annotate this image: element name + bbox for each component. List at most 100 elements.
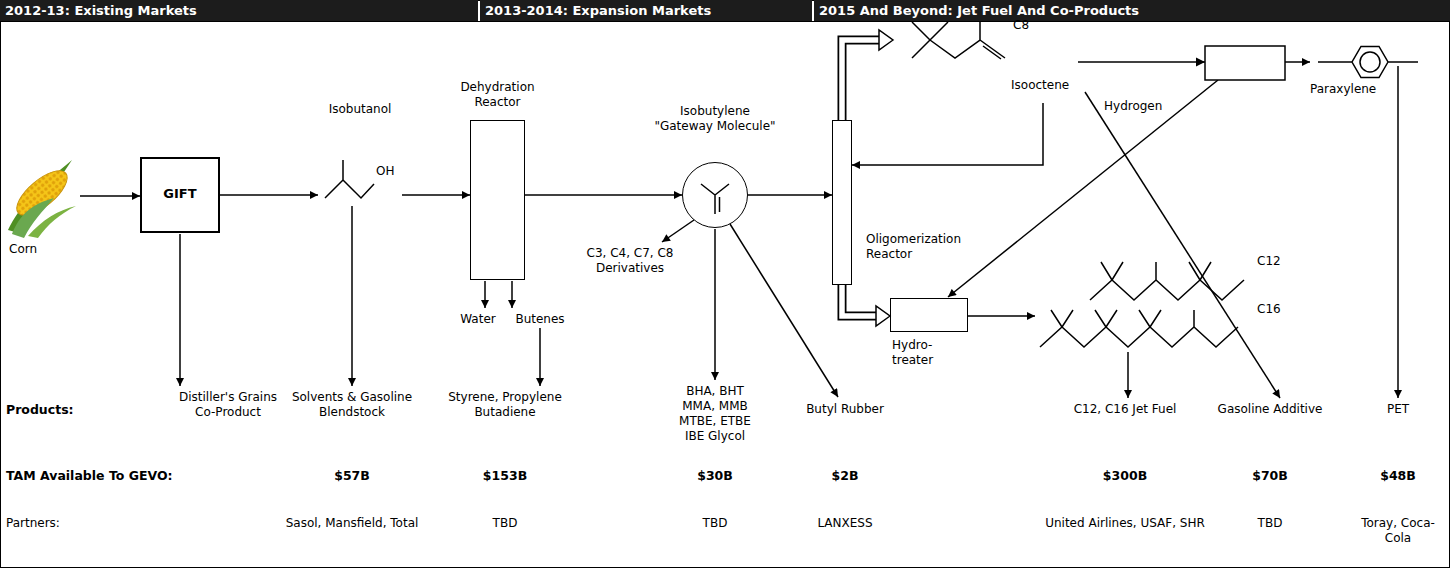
header-band-text: 2015 And Beyond: Jet Fuel And Co-Product… — [819, 2, 1139, 19]
partner-label: Toray, Coca-Cola — [1358, 516, 1438, 546]
leader-arrows — [1127, 352, 1129, 398]
header-band-text: 2013-2014: Expansion Markets — [485, 2, 711, 19]
product-label: PET — [1387, 402, 1409, 417]
tam-value: $153B — [483, 468, 527, 483]
dehydration-reactor: Dehydration Reactor — [440, 80, 555, 280]
flow-connector — [842, 30, 893, 120]
jet-fuel-molecules-text: C12 — [1257, 254, 1281, 269]
partner-label: United Airlines, USAF, SHR — [1045, 516, 1205, 531]
partner-label: Sasol, Mansfield, Total — [286, 516, 419, 531]
flow-connector — [968, 316, 1035, 317]
c12-skeleton — [1090, 262, 1244, 300]
c16-skeleton — [1040, 310, 1238, 347]
row-header: Partners: — [6, 516, 60, 531]
product-label: C12, C16 Jet Fuel — [1074, 402, 1177, 417]
partner-label: TBD — [493, 516, 518, 531]
product-label: BHA, BHT MMA, MMB MTBE, ETBE IBE Glycol — [669, 384, 761, 444]
jet-fuel-molecules-text: C16 — [1257, 302, 1281, 317]
dehydration-reactor-text: Dehydration Reactor — [440, 80, 555, 110]
tam-value: $70B — [1252, 468, 1288, 483]
molecule-lines — [1040, 262, 1244, 347]
header-band-text: 2012-13: Existing Markets — [5, 2, 197, 19]
isooctene-molecule-text: Isooctene — [1011, 78, 1069, 93]
gift-process-box-text: GIFT — [140, 186, 220, 202]
isobutanol-molecule-text: Isobutanol — [318, 102, 402, 117]
partner-label: TBD — [1258, 516, 1283, 531]
stream-label: Hydrogen — [1102, 99, 1164, 114]
isobutylene-skeleton — [701, 184, 729, 214]
header-band: 2012-13: Existing Markets — [0, 0, 478, 21]
gift-process-box: GIFT — [140, 157, 220, 233]
flow-connector — [80, 195, 140, 197]
molecule-lines — [325, 20, 1418, 347]
leader-arrows — [948, 80, 1218, 297]
leader-arrows — [351, 206, 353, 386]
leader-arrows — [1085, 92, 1280, 398]
tam-value: $30B — [697, 468, 733, 483]
isobutylene-circle-text: Isobutylene "Gateway Molecule" — [650, 104, 780, 134]
paraxylene-ring — [1360, 52, 1380, 72]
flow-connector — [402, 195, 470, 196]
product-label: Water — [460, 312, 495, 327]
paraxylene-ring — [1318, 46, 1418, 77]
tam-value: $57B — [334, 468, 370, 483]
flow-connector — [220, 194, 318, 196]
hydrotreater-outline — [890, 298, 968, 332]
flow-connector — [879, 30, 893, 50]
tam-value: $48B — [1380, 468, 1416, 483]
isooctene-skeleton — [912, 20, 1005, 59]
hydrotreater-text: Hydro- treater — [892, 338, 954, 368]
flow-connector — [80, 196, 140, 197]
product-label: Distiller's Grains Co-Product — [171, 390, 286, 420]
corn-illustration — [8, 160, 76, 238]
header-rule — [0, 21, 1450, 22]
flow-connector — [748, 194, 832, 196]
leader-arrows — [1397, 66, 1399, 398]
row-header: Products: — [6, 402, 74, 417]
tam-value: $300B — [1103, 468, 1147, 483]
header-band: 2015 And Beyond: Jet Fuel And Co-Product… — [814, 0, 1450, 21]
product-label: Butenes — [515, 312, 564, 327]
flow-connector — [968, 315, 1035, 317]
flow-connector — [842, 40, 880, 120]
product-label: C3, C4, C7, C8 Derivatives — [578, 246, 683, 276]
leader-arrows — [180, 66, 1398, 398]
isooctene-molecule-text: C8 — [1013, 18, 1029, 33]
leader-arrows — [484, 281, 486, 308]
leader-arrows — [511, 281, 513, 308]
flow-connector — [525, 195, 682, 196]
tam-value: $2B — [832, 468, 859, 483]
leader-arrows — [714, 229, 716, 380]
product-label: Gasoline Additive — [1218, 402, 1323, 417]
isooctene-molecule: C8Isooctene — [893, 8, 1078, 103]
flow-connector — [842, 285, 877, 316]
flow-connector — [525, 194, 682, 196]
leader-arrows — [179, 234, 181, 386]
corn-illustration — [10, 163, 74, 223]
jet-fuel-molecules: C12C16 — [1035, 252, 1290, 364]
isobutanol-skeleton — [325, 160, 374, 198]
isobutanol-molecule: IsobutanolOH — [318, 102, 402, 205]
corn-feedstock: Corn — [5, 160, 80, 260]
corn-feedstock-text: Corn — [9, 242, 37, 257]
product-label: Styrene, Propylene Butadiene — [443, 390, 568, 420]
flow-connector — [876, 306, 890, 326]
partner-label: TBD — [703, 516, 728, 531]
flow-connector — [842, 285, 890, 326]
dehydration-reactor-outline — [470, 120, 525, 280]
flow-connector — [220, 195, 318, 196]
flow-connector — [748, 195, 832, 196]
leader-arrows — [730, 224, 838, 397]
leader-arrows — [662, 220, 694, 242]
product-label: Solvents & Gasoline Blendstock — [282, 390, 422, 420]
corn-illustration — [28, 206, 76, 238]
arrowhead — [1196, 58, 1205, 67]
aromatization-box — [1205, 46, 1285, 80]
isobutylene-circle-outline — [682, 162, 748, 228]
paraxylene-molecule-text: Paraxylene — [1310, 82, 1376, 97]
isobutylene-circle: Isobutylene "Gateway Molecule" — [650, 104, 780, 230]
row-header: TAM Available To GEVO: — [6, 468, 173, 483]
flow-connector — [842, 285, 877, 316]
hydrotreater: Hydro- treater — [878, 298, 974, 370]
